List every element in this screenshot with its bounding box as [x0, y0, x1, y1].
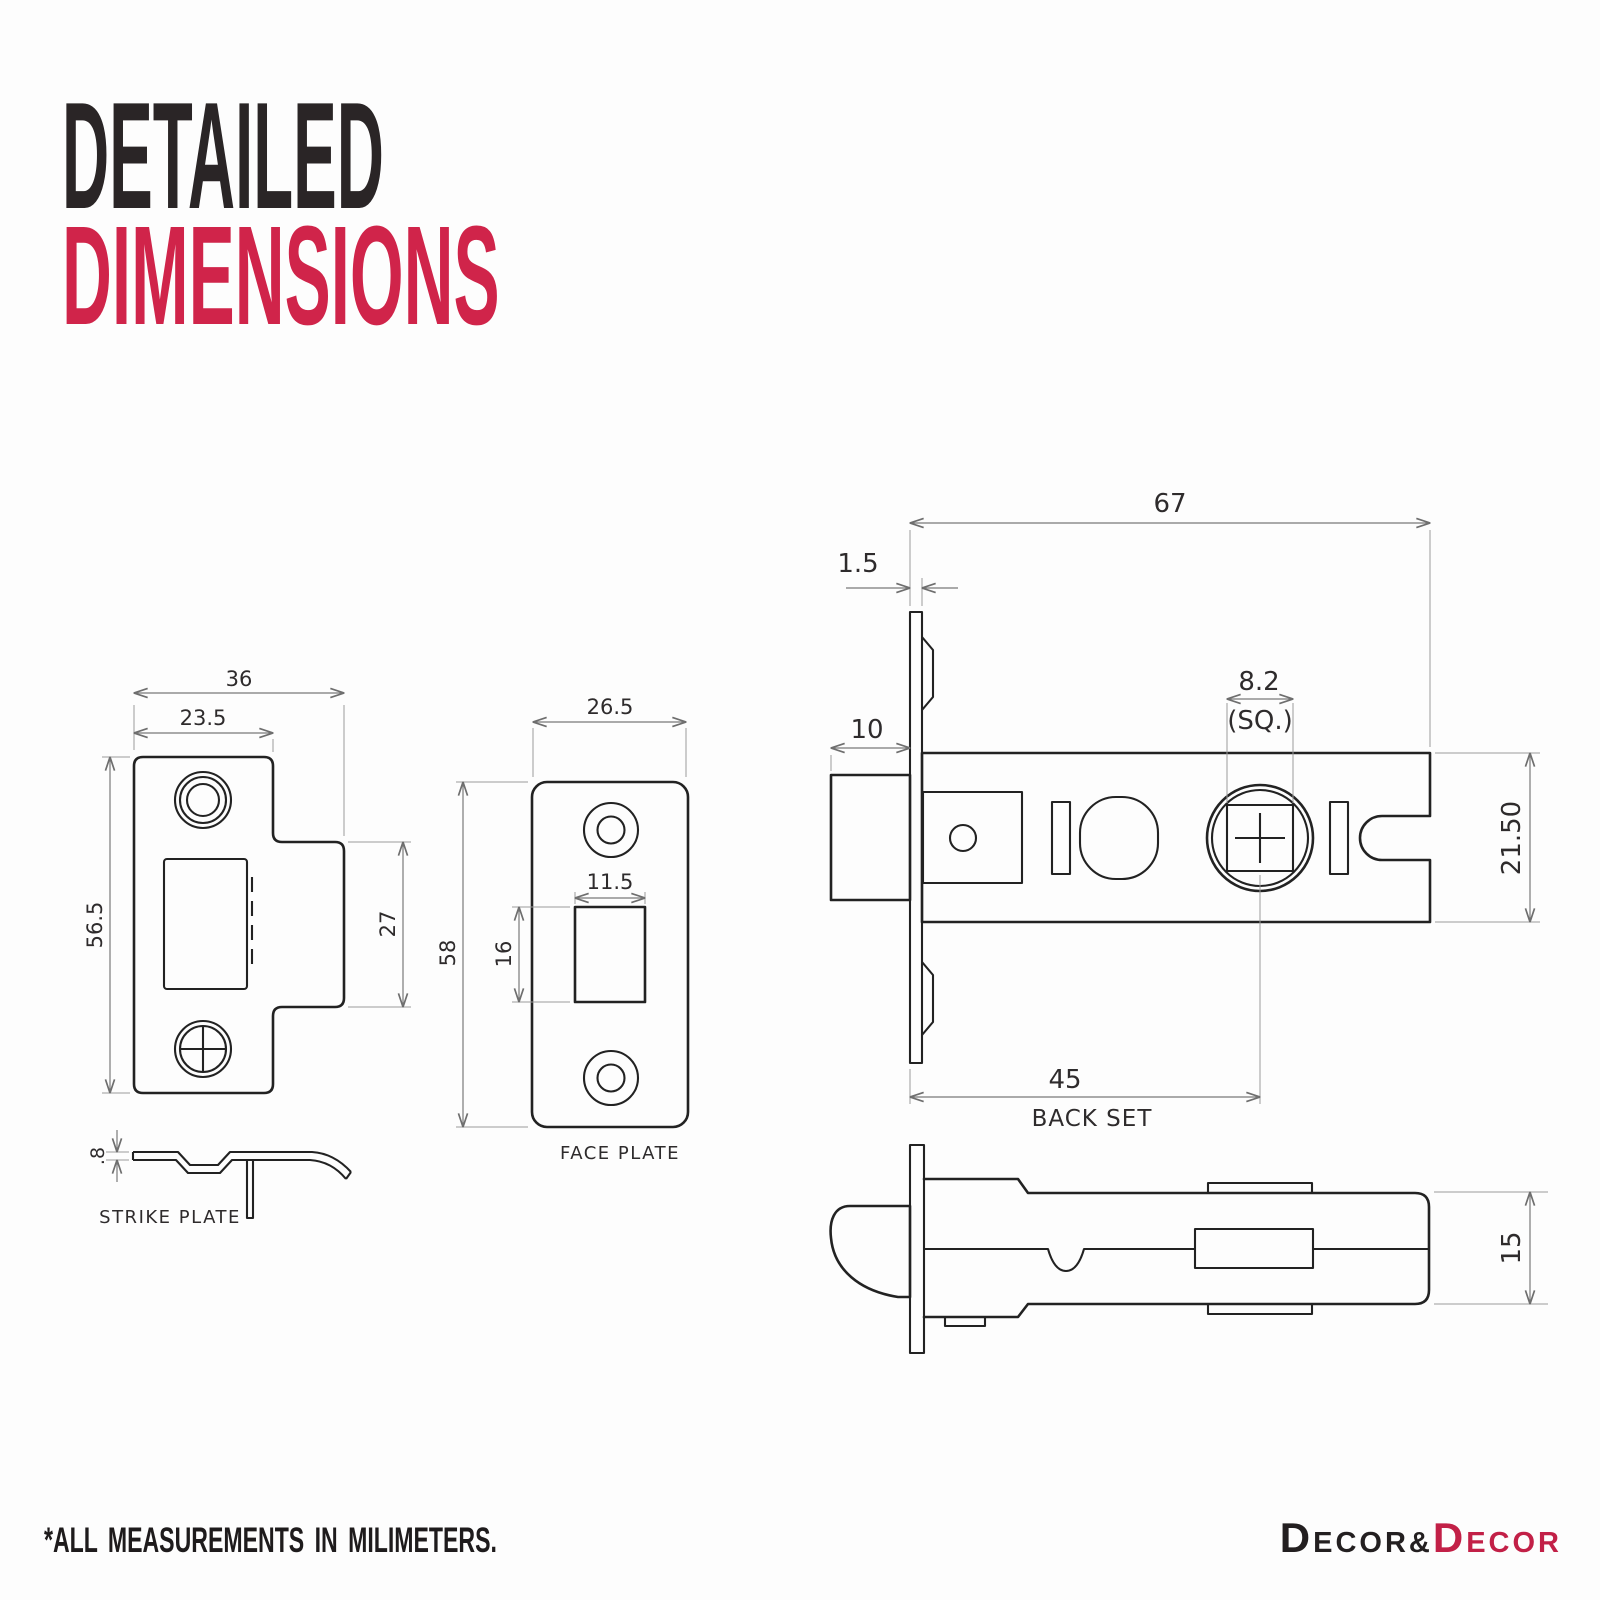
strike-side-right-end — [345, 1171, 352, 1180]
page-title-line-2: DIMENSIONS — [62, 196, 500, 354]
latch-side-faceplate — [908, 1143, 926, 1355]
latch-side-view: 15 — [829, 1143, 1548, 1355]
latch-case-slot-left — [1050, 800, 1072, 876]
latch-case-slot-right — [1328, 800, 1350, 876]
latch-faceplate-edge — [908, 610, 924, 1065]
strike-plate-outline — [132, 755, 346, 1095]
strike-side-tab — [245, 1158, 255, 1220]
latch-side-bottom-tab — [1206, 1302, 1314, 1316]
latch-faceplate-bottom-boss — [921, 961, 935, 1036]
logo-first-rest: ECOR — [1313, 1527, 1409, 1559]
face-plate-opening-width-dim: 11.5 — [587, 870, 634, 894]
latch-case-height-dim: 15 — [1497, 1231, 1527, 1264]
latch-spindle-square-note: (SQ.) — [1227, 706, 1293, 736]
face-plate-bolt-opening — [573, 905, 647, 1004]
latch-side-center-boss — [1193, 1227, 1315, 1270]
strike-plate-front-view: 36 23.5 56.5 27 — [83, 667, 411, 1095]
strike-side-top-profile — [133, 1150, 352, 1173]
face-plate-opening-height-dim: 16 — [492, 941, 516, 968]
strike-plate-label: STRIKE PLATE — [99, 1207, 241, 1228]
strike-front-tab-height-dim: 27 — [376, 911, 400, 938]
latch-bolt-tail — [921, 790, 1024, 885]
strike-plate-side-view: .8 STRIKE PLATE — [87, 1130, 352, 1228]
face-plate-bottom-screw-hole — [582, 1049, 640, 1107]
face-plate-height-dim: 58 — [436, 940, 460, 967]
latch-case-outline — [920, 751, 1432, 924]
latch-faceplate-top-boss — [921, 636, 935, 711]
brand-logo: DECOR&DECOR — [1280, 1517, 1562, 1559]
latch-top-view: 67 1.5 10 8.2 (SQ.) 21.50 45 BACK SET — [829, 489, 1540, 1132]
latch-length-dim: 67 — [1153, 489, 1186, 519]
strike-side-bottom-profile — [133, 1158, 347, 1180]
latch-spindle-dim: 8.2 — [1238, 667, 1279, 697]
strike-front-height-dim: 56.5 — [83, 902, 107, 949]
face-plate-view: 26.5 58 11.5 16 FACE PLATE — [436, 695, 690, 1164]
latch-spindle-follower — [1205, 783, 1315, 893]
strike-side-thickness-dim: .8 — [87, 1147, 109, 1165]
page-title-line-1: DETAILED — [62, 71, 384, 241]
logo-second-initial: D — [1432, 1514, 1467, 1561]
latch-case-width-dim: 21.50 — [1497, 801, 1527, 875]
face-plate-top-screw-hole — [582, 801, 640, 859]
latch-side-centerline — [924, 1247, 1429, 1273]
logo-ampersand: & — [1408, 1527, 1433, 1559]
latch-side-small-tab — [943, 1315, 987, 1328]
strike-plate-bottom-screw-hole — [173, 1019, 233, 1079]
latch-bolt-throw-dim: 10 — [850, 715, 883, 745]
face-plate-label: FACE PLATE — [560, 1143, 680, 1164]
latch-side-bolt — [829, 1204, 912, 1299]
latch-backset-label: BACK SET — [1032, 1106, 1153, 1132]
strike-plate-top-screw-hole — [173, 770, 233, 830]
latch-bolt — [829, 773, 912, 902]
strike-front-overall-width-dim: 36 — [226, 667, 253, 691]
logo-second-rest: ECOR — [1466, 1527, 1562, 1559]
logo-first-initial: D — [1279, 1514, 1314, 1561]
latch-backset-dim: 45 — [1048, 1065, 1081, 1095]
face-plate-width-dim: 26.5 — [587, 695, 634, 719]
strike-front-inner-width-dim: 23.5 — [180, 706, 227, 730]
latch-spring-oval — [1078, 795, 1160, 881]
latch-bolt-tail-hole — [948, 823, 978, 853]
latch-faceplate-thickness-dim: 1.5 — [837, 549, 878, 579]
latch-side-top-tab — [1206, 1181, 1314, 1195]
strike-plate-latch-opening — [162, 857, 249, 991]
face-plate-outline — [530, 780, 690, 1129]
measurements-footnote: *ALL MEASUREMENTS IN MILIMETERS. — [44, 1521, 497, 1560]
